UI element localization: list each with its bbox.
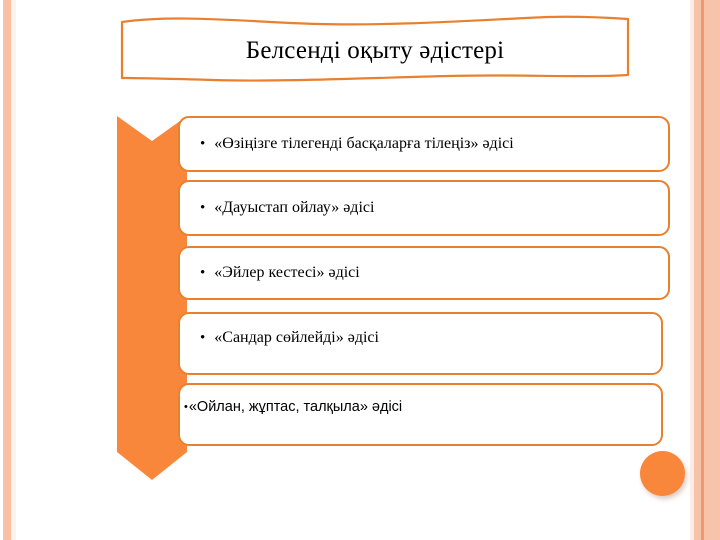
list-item-content: • «Өзіңізге тілегенді басқаларға тілеңіз…: [200, 116, 514, 172]
left-edge-stripe-pale: [11, 0, 16, 540]
chevron-icon: [117, 116, 187, 218]
right-edge-stripe-inner: [694, 0, 701, 540]
corner-circle-decoration: [640, 451, 685, 496]
chevron-icons: [117, 116, 187, 480]
right-edge-stripe-outer: [704, 0, 720, 540]
list-item-label: «Эйлер кестесі» әдісі: [214, 264, 360, 281]
chevron-icon: [117, 188, 187, 290]
list-item-box: [178, 116, 670, 172]
bullet-icon: •: [200, 135, 206, 152]
chevron-icon: [117, 332, 187, 434]
list-item-box: [178, 246, 670, 300]
banner-ribbon-shape: [120, 15, 630, 82]
title-banner: Белсенді оқыту әдістері: [118, 12, 632, 84]
list-item-label: «Сандар сөйлейді» әдісі: [214, 329, 379, 346]
left-edge-stripe: [3, 0, 11, 540]
page-title: Белсенді оқыту әдістері: [245, 37, 505, 64]
right-edge-accent-line: [701, 0, 704, 540]
list-item-label: «Ойлан, жұптас, талқыла» әдісі: [188, 399, 403, 415]
list-item-content: • «Дауыстап ойлау» әдісі: [200, 180, 374, 236]
bullet-icon: •: [200, 264, 206, 281]
list-item-box: [178, 312, 663, 375]
list-item-label: «Дауыстап ойлау» әдісі: [214, 199, 375, 216]
chevron-icon: [117, 404, 187, 480]
bullet-icon: •: [200, 199, 206, 216]
list-item-label: «Өзіңізге тілегенді басқаларға тілеңіз» …: [214, 135, 514, 152]
bullet-icon: •: [200, 329, 206, 346]
list-item-content: • «Ойлан, жұптас, талқыла» әдісі: [184, 383, 402, 431]
list-item-box: [178, 180, 670, 236]
right-edge-stripe-pale: [690, 0, 694, 540]
list-item-content: • «Эйлер кестесі» әдісі: [200, 246, 360, 300]
list-item-content: • «Сандар сөйлейді» әдісі: [200, 312, 379, 364]
chevron-arrow-column: [117, 114, 187, 480]
chevron-icon: [117, 260, 187, 362]
list-item-box: [178, 383, 663, 446]
bullet-icon: •: [184, 400, 188, 413]
